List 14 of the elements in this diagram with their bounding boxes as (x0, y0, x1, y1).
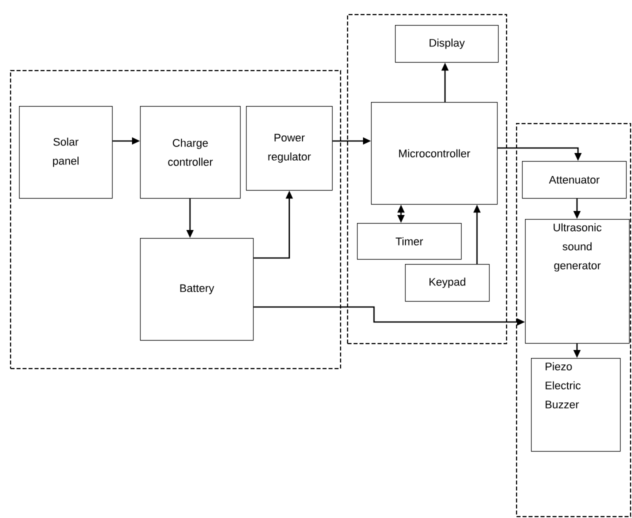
process-box: Timer (357, 223, 462, 260)
process-box: Piezo Electric Buzzer (531, 358, 621, 452)
process-box: Attenuator (522, 161, 627, 199)
process-box: Microcontroller (371, 102, 498, 205)
group-frame (347, 14, 508, 344)
process-box: Solar panel (19, 106, 113, 199)
process-box: Display (395, 25, 499, 63)
process-box: Keypad (405, 264, 490, 302)
process-box: Power regulator (246, 106, 333, 191)
group-frame (10, 70, 342, 370)
process-box: Battery (140, 238, 254, 341)
process-box: Charge controller (140, 106, 241, 199)
process-box: Ultrasonic sound generator (525, 218, 630, 344)
group-frame (516, 123, 632, 518)
